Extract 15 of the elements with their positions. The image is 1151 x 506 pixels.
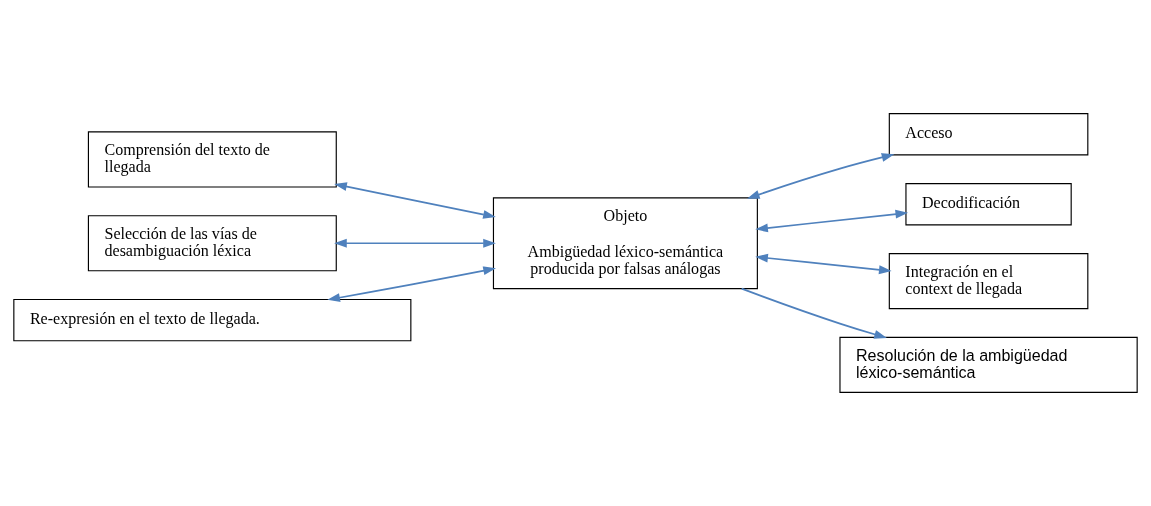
node-box: Selección de las vías de desambiguación léxica <box>87 215 337 272</box>
arrow <box>740 287 887 339</box>
node-box: Integración en el context de llegada <box>888 253 1089 310</box>
arrow <box>327 266 496 302</box>
arrow <box>334 182 496 219</box>
node-box: Comprensión del texto de llegada <box>87 131 337 188</box>
node-box: Acceso <box>888 113 1089 156</box>
arrow <box>755 209 909 233</box>
arrow <box>746 153 895 199</box>
node-box: Decodificación <box>905 183 1072 226</box>
node-box: Objeto Ambigüedad léxico-semántica producida por falsas análogas <box>492 197 758 290</box>
arrow <box>755 253 892 275</box>
node-box: Re-expresión en el texto de llegada. <box>13 298 412 342</box>
arrow <box>334 238 496 248</box>
node-box: Resolución de la ambigüedad léxico-semántica <box>839 336 1138 393</box>
